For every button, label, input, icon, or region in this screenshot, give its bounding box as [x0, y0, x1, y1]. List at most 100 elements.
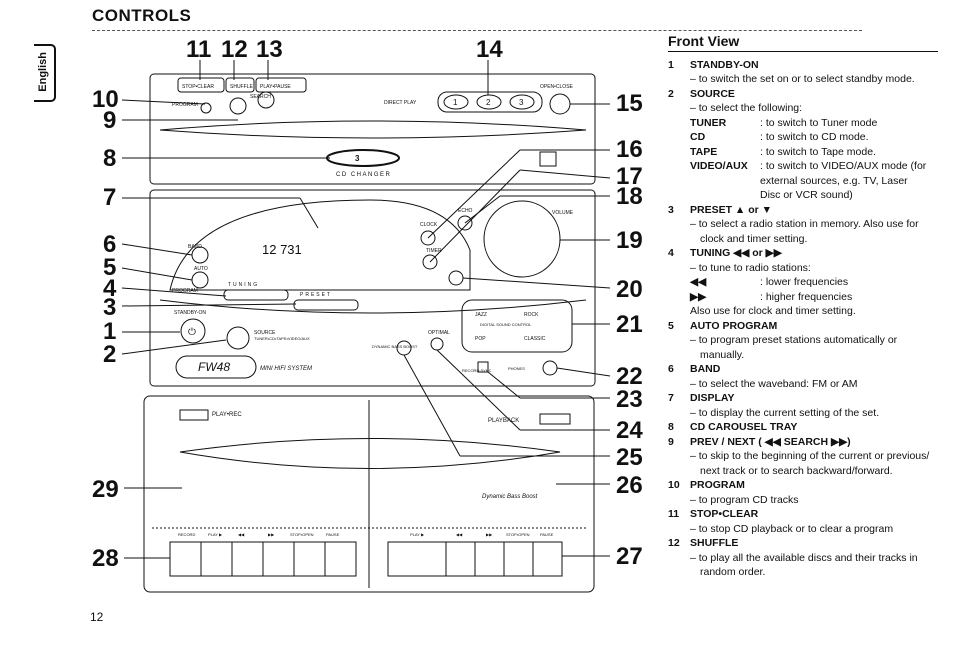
clock-button	[420, 230, 436, 246]
callout-6: 6	[103, 231, 117, 258]
source-knob	[226, 326, 250, 350]
item-option: VIDEO/AUX: to switch to VIDEO/AUX mode (…	[668, 159, 938, 203]
front-view-title: Front View	[668, 33, 740, 49]
deck1-key-pause: PAUSE	[326, 532, 340, 537]
preset-label: PRESET	[300, 292, 332, 298]
cd-changer-label: CD CHANGER	[336, 172, 391, 178]
item-option: TAPE : to switch to Tape mode.	[668, 145, 938, 160]
item-number: 7	[668, 392, 674, 404]
option-key: TAPE	[690, 145, 718, 158]
option-value: : to switch to Tuner mode	[760, 116, 878, 129]
callout-14: 14	[476, 36, 503, 63]
echo-label: ECHO	[458, 208, 473, 214]
disc-1-button	[443, 94, 469, 110]
record-sync-button	[477, 361, 489, 373]
deck2-icon	[539, 413, 571, 425]
pop-label: POP	[475, 336, 486, 342]
disc-2-button	[476, 94, 502, 110]
next-button	[257, 91, 275, 109]
item-option: CD: to switch to CD mode.	[668, 130, 938, 145]
cassette-body	[143, 395, 595, 593]
item-name: PRESET ▲ or ▼	[690, 203, 773, 216]
item-number: 10	[668, 479, 680, 491]
item-name: STANDBY-ON	[690, 58, 759, 71]
item-description: – to tune to radio stations:	[690, 261, 811, 274]
deck2-label: PLAYBACK	[488, 418, 519, 424]
deck2-key-ff: ▶▶	[486, 532, 493, 537]
callout-15: 15	[616, 90, 643, 117]
page-title: CONTROLS	[92, 6, 192, 25]
disc-1-label: 1	[453, 98, 458, 107]
item-number: 5	[668, 319, 674, 332]
option-value: : to switch to CD mode.	[760, 131, 869, 143]
front-view-item: 2 SOURCE – to select the following: TUNER: …	[668, 87, 938, 203]
cd-unit-body	[149, 73, 596, 185]
shuffle-label: SHUFFLE	[230, 84, 253, 90]
echo-button	[448, 270, 464, 286]
item-option: TUNER: to switch to Tuner mode	[668, 116, 938, 131]
clock-label: CLOCK	[420, 222, 438, 228]
item-name: SHUFFLE	[690, 537, 739, 549]
item-option: ▶▶ : higher frequencies	[668, 290, 938, 305]
power-icon: ⏻	[188, 327, 196, 338]
item-heading: 2 SOURCE	[668, 87, 938, 102]
rock-label: ROCK	[524, 312, 539, 318]
program-label: PROGRAM	[172, 102, 198, 108]
model-badge	[175, 355, 257, 379]
model-name: FW48	[198, 360, 230, 374]
timer-label: TIMER	[426, 248, 442, 254]
item-description: – to skip to the beginning of the curren…	[690, 450, 930, 477]
item-number: 8	[668, 421, 674, 433]
cd-changer-logo	[326, 149, 400, 167]
program2-label: PROGRAM	[172, 288, 198, 294]
callout-29: 29	[92, 476, 119, 503]
callout-17: 17	[616, 163, 643, 190]
item-description: – to select the following:	[690, 102, 803, 114]
item-number: 3	[668, 203, 674, 216]
disc-2-label: 2	[486, 98, 491, 107]
item-option: ◀◀: lower frequencies	[668, 275, 938, 290]
callout-28: 28	[92, 545, 119, 572]
callout-19: 19	[616, 227, 643, 254]
option-key: ▶▶	[690, 290, 707, 303]
device-illustration: STOP•CLEAR SHUFFLE PLAY•PAUSE PROGRAM SE…	[121, 60, 611, 593]
cd-carousel-tray	[159, 120, 587, 139]
item-number: 2	[668, 87, 674, 100]
tuning-buttons	[223, 289, 289, 301]
classic-label: CLASSIC	[524, 336, 546, 342]
shuffle-button	[225, 77, 255, 93]
item-description: – to switch the set on or to select stan…	[690, 73, 915, 85]
language-tab: English	[34, 44, 56, 102]
band-label: BAND	[188, 244, 202, 250]
stop-clear-label: STOP•CLEAR	[182, 84, 214, 90]
deck2-key-play: PLAY ▶	[410, 532, 425, 537]
item-description: – to stop CD playback or to clear a prog…	[690, 522, 894, 535]
deck2-key-rew: ◀◀	[456, 532, 463, 537]
item-name: SOURCE	[690, 87, 735, 100]
option-value: : to switch to Tape mode.	[760, 145, 876, 158]
standby-button	[180, 318, 206, 344]
play-pause-button	[255, 77, 307, 93]
option-value: : higher frequencies	[760, 290, 853, 303]
standby-label: STANDBY-ON	[174, 310, 206, 316]
prev-button	[229, 97, 247, 115]
callout-20: 20	[616, 276, 643, 303]
cassette-window	[179, 438, 561, 469]
header-rule	[92, 30, 862, 31]
callout-11: 11	[186, 36, 212, 63]
open-close-label: OPEN•CLOSE	[540, 84, 574, 90]
deck2-key-pause: PAUSE	[540, 532, 554, 537]
